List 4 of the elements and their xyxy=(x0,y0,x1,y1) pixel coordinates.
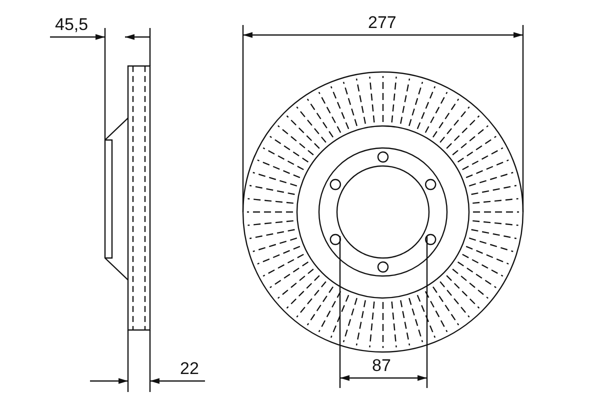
dimension-value: 277 xyxy=(368,14,396,31)
dimension-value: 87 xyxy=(372,357,391,374)
dimension-value: 45,5 xyxy=(55,16,88,33)
dimension-value: 22 xyxy=(180,360,199,377)
